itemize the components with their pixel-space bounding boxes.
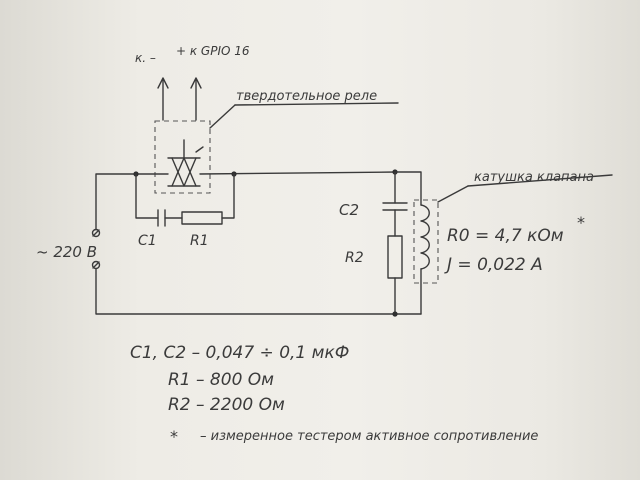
r1-resistor	[181, 211, 223, 225]
note-star-text: – измеренное тестером активное сопротивл…	[200, 429, 538, 444]
note-r1: R1 – 800 Ом	[168, 370, 274, 390]
coil-leader	[437, 185, 469, 203]
wire-top	[199, 171, 398, 175]
c1-label: C1	[138, 233, 157, 249]
wire-bottom	[95, 268, 422, 315]
terminal-slash	[92, 229, 100, 237]
mains-terminal-top	[91, 228, 101, 238]
ssr-label: твердотельное реле	[236, 89, 377, 104]
wire-snubber-left	[135, 173, 159, 219]
mains-label: ~ 220 B	[36, 243, 97, 261]
r1-label: R1	[190, 233, 209, 249]
ssr-box	[154, 120, 211, 194]
terminal-slash	[92, 261, 100, 269]
r0-star: *	[577, 213, 585, 232]
gpio-minus-label: к. –	[135, 51, 156, 65]
coil-label: катушка клапана	[474, 170, 594, 185]
r2-label: R2	[345, 250, 364, 266]
wire-left-top	[95, 173, 169, 230]
ssr-leader	[209, 104, 236, 129]
triac-symbol	[167, 139, 204, 187]
coil-box	[413, 199, 439, 284]
ssr-underline	[234, 102, 399, 106]
r0-value: R0 = 4,7 кОм	[447, 226, 564, 246]
gpio-plus-label: + к GPIO 16	[176, 44, 250, 58]
coil-underline	[467, 174, 613, 187]
note-capacitors: C1, C2 – 0,047 ÷ 0,1 мкФ	[130, 343, 349, 363]
note-r2: R2 – 2200 Ом	[168, 395, 285, 415]
r2-resistor	[387, 235, 403, 279]
gpio-arrows	[157, 77, 202, 121]
coil-winding	[420, 204, 430, 270]
wire-coil-top	[396, 171, 422, 206]
junction-dot	[392, 311, 398, 317]
wire-snubber-right	[221, 173, 235, 219]
c2-label: C2	[339, 201, 359, 219]
note-star-symbol: *	[170, 427, 178, 446]
current-value: J = 0,022 A	[444, 255, 543, 275]
